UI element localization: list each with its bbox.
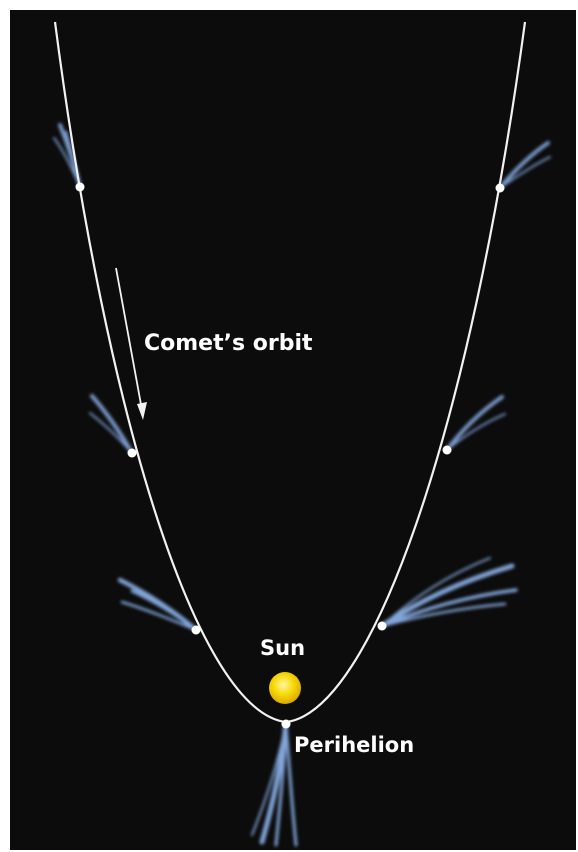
comet-dot bbox=[378, 622, 387, 631]
perihelion-label: Perihelion bbox=[294, 733, 414, 757]
comet-dot bbox=[192, 626, 201, 635]
comet-dot bbox=[282, 720, 291, 729]
comet-dot bbox=[76, 183, 85, 192]
sun-label: Sun bbox=[260, 636, 305, 660]
comet-dot bbox=[443, 446, 452, 455]
sun-icon bbox=[269, 672, 301, 704]
comet-dot bbox=[128, 449, 137, 458]
comet-dot bbox=[496, 184, 505, 193]
orbit-label: Comet’s orbit bbox=[144, 331, 313, 356]
space-background bbox=[10, 10, 576, 850]
